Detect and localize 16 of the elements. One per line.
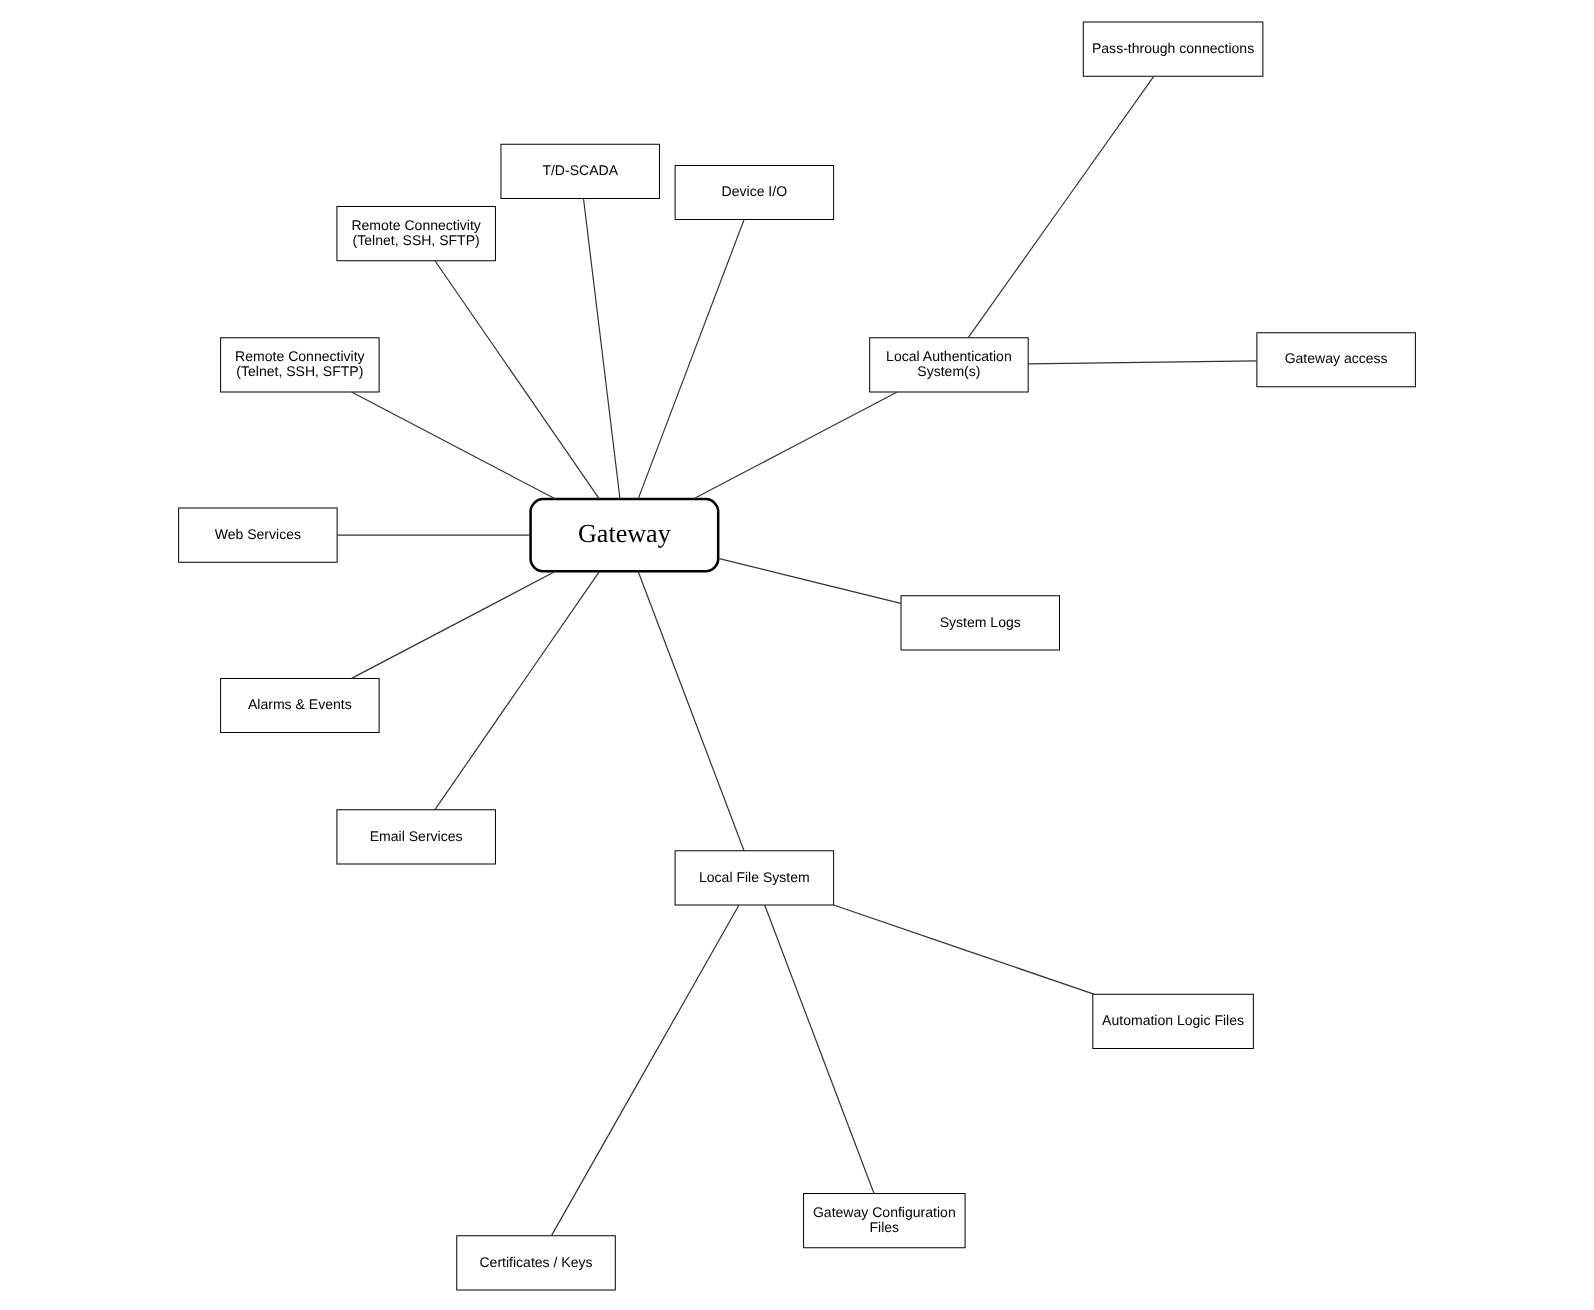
connector	[350, 569, 557, 678]
connector	[336, 533, 532, 535]
connector	[637, 569, 745, 851]
connector	[764, 903, 875, 1193]
connector	[692, 390, 898, 499]
connector	[1027, 359, 1258, 364]
connector	[434, 259, 600, 499]
node-box: Gateway	[529, 496, 720, 572]
connector	[833, 903, 1095, 994]
connector	[717, 556, 902, 603]
connector	[582, 197, 621, 499]
connector	[637, 218, 745, 499]
connector	[550, 903, 740, 1236]
connector	[434, 570, 600, 810]
connector	[350, 390, 557, 499]
connector	[967, 74, 1155, 338]
